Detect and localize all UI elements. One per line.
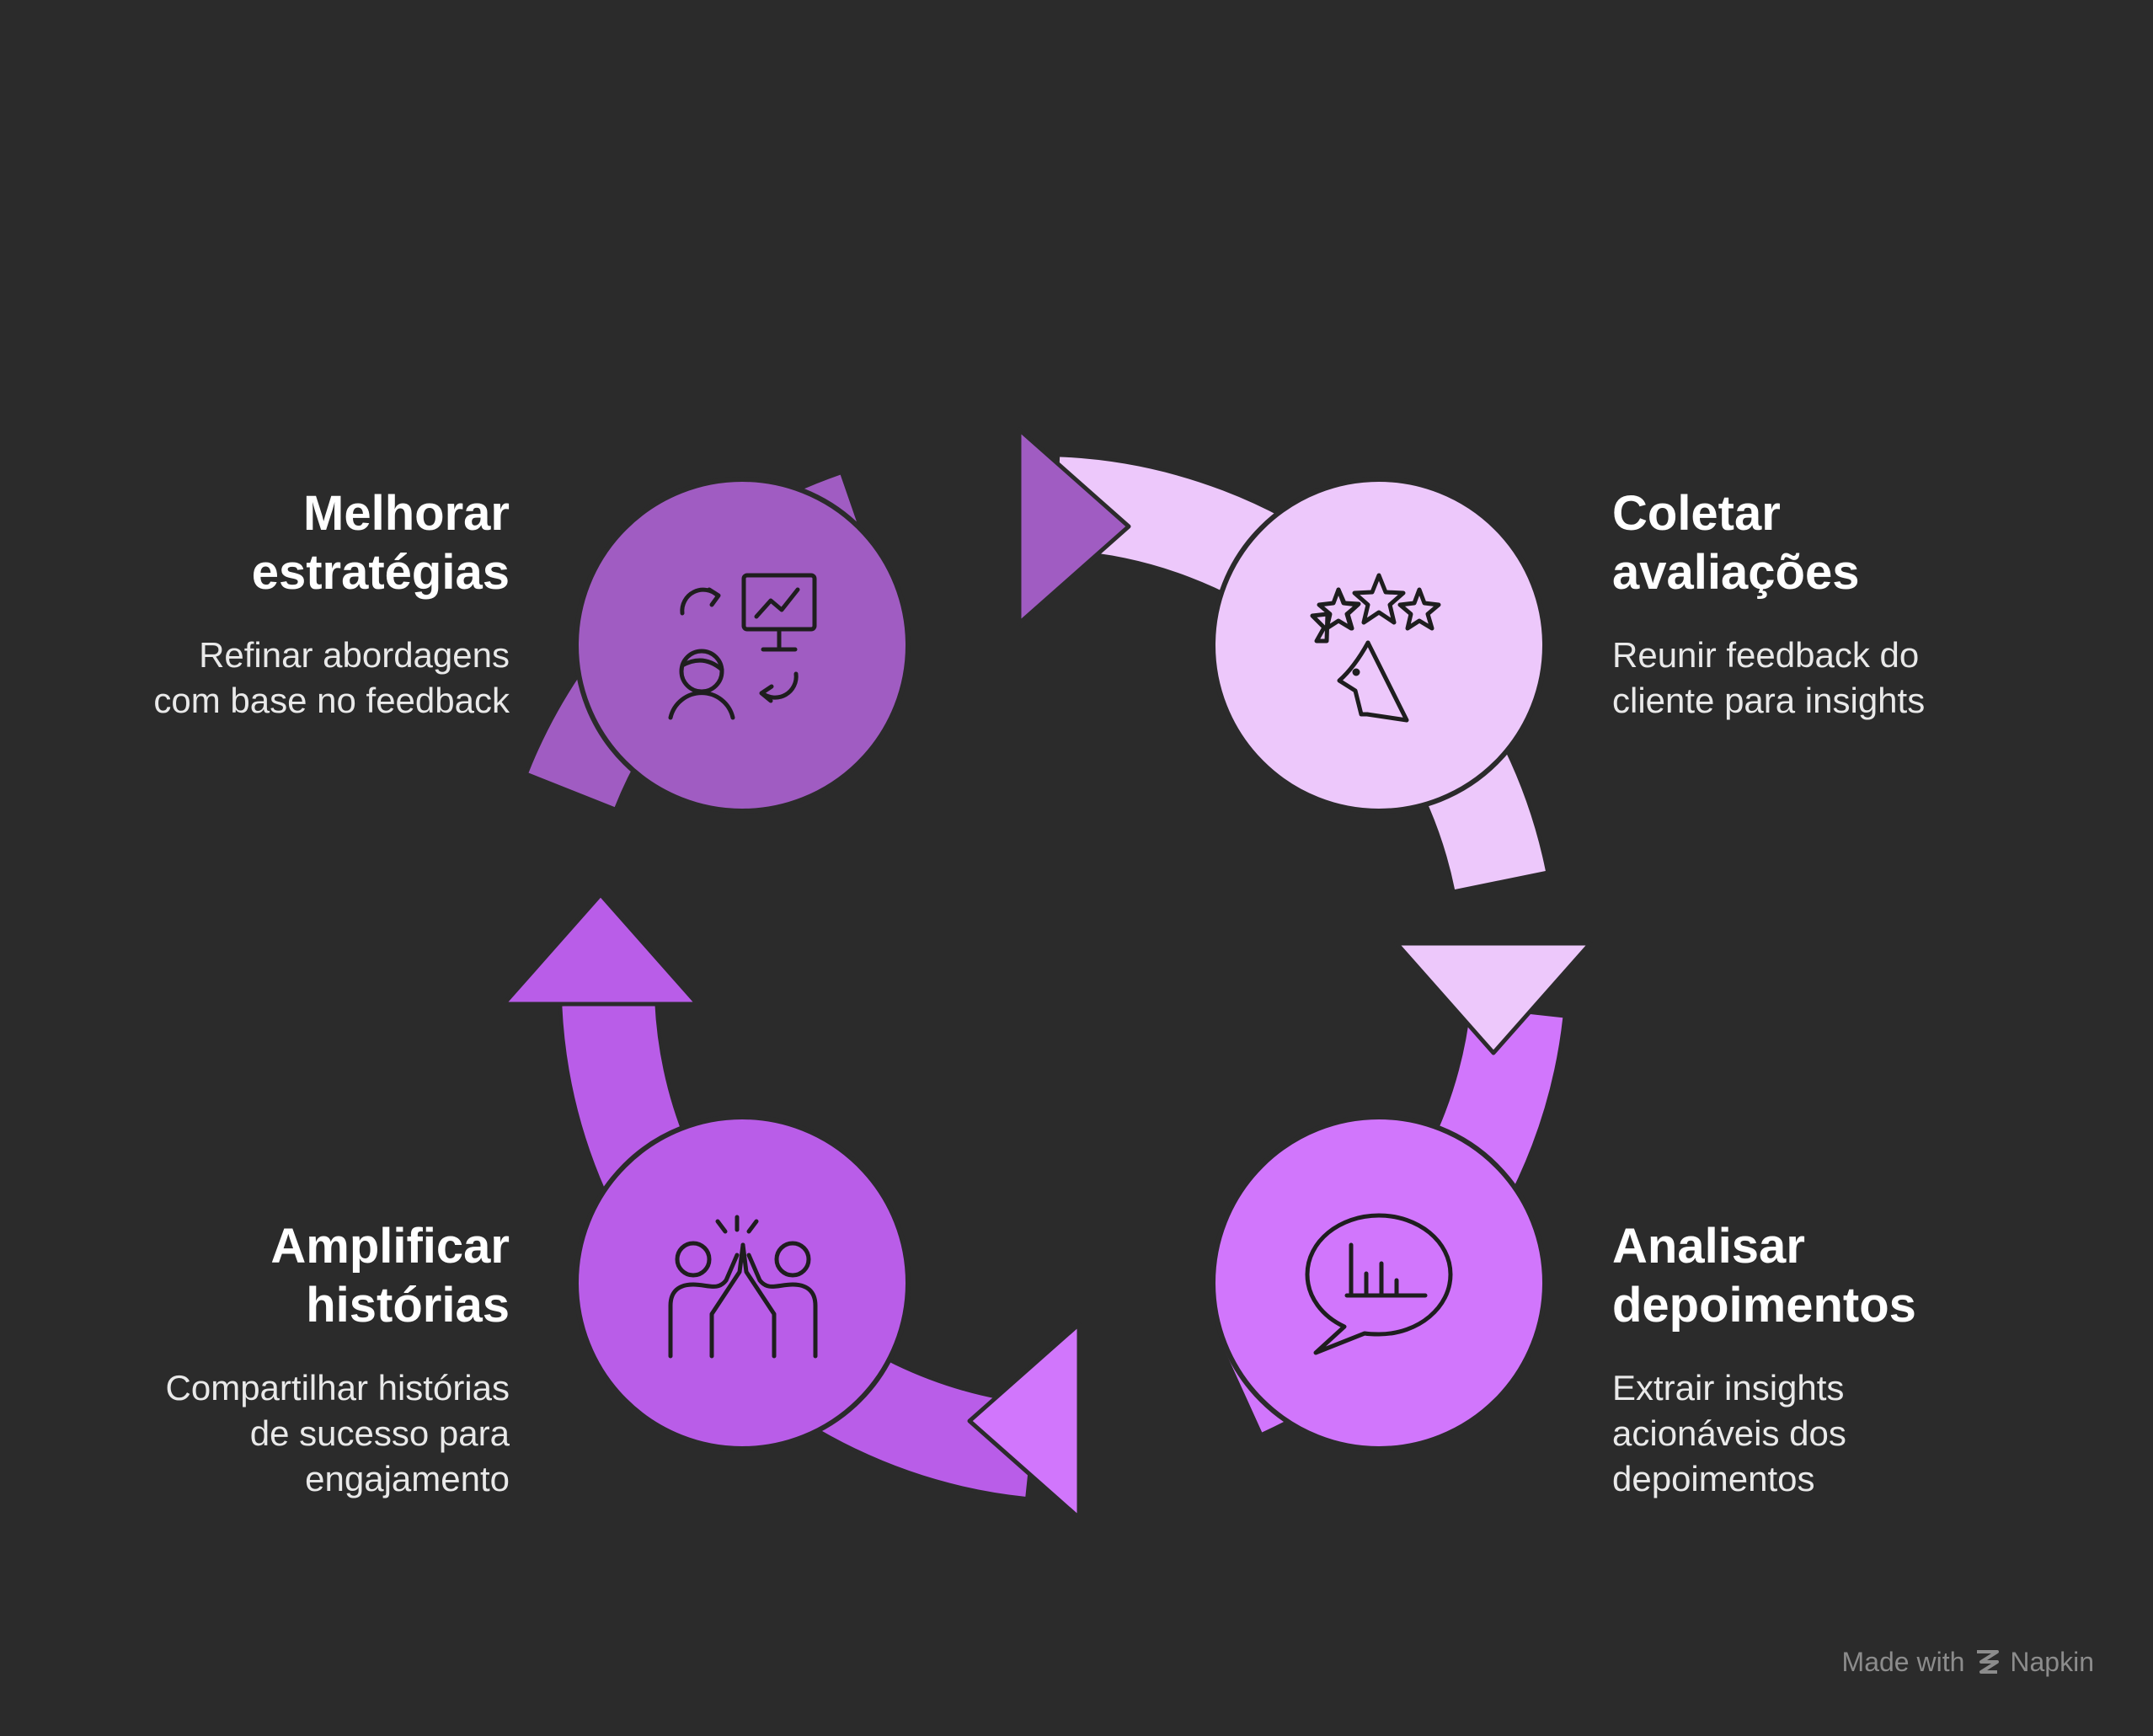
chart-speech-bubble-icon <box>1305 1213 1453 1355</box>
step-4-description: Compartilhar histórias de sucesso para e… <box>165 1368 510 1498</box>
step-3-circle <box>1210 1114 1547 1451</box>
step-3-text: Analisar depoimentos Extrair insights ac… <box>1612 1217 2067 1502</box>
step-2-description: Reunir feedback do cliente para insights <box>1612 635 1926 720</box>
high-five-icon <box>668 1215 818 1359</box>
napkin-brand-label: Napkin <box>2010 1647 2094 1677</box>
arrowhead-2 <box>1394 941 1593 1055</box>
star-rating-icon <box>1310 573 1441 723</box>
made-with-label: Made with <box>1841 1647 1965 1677</box>
arrowhead-1 <box>1017 427 1131 626</box>
step-3-title: Analisar depoimentos <box>1612 1219 1916 1333</box>
step-4-title: Amplificar histórias <box>270 1219 510 1333</box>
step-2-circle <box>1210 477 1547 814</box>
arrowhead-4 <box>501 892 700 1007</box>
strategy-feedback-icon <box>668 573 817 720</box>
step-2-text: Coletar avaliações Reunir feedback do cl… <box>1612 484 2067 724</box>
step-2-title: Coletar avaliações <box>1612 486 1860 600</box>
step-1-title: Melhorar estratégias <box>251 486 510 600</box>
step-1-text: Melhorar estratégias Refinar abordagens … <box>55 484 510 724</box>
napkin-logo-icon <box>1977 1649 2000 1674</box>
step-4-circle <box>574 1114 911 1451</box>
step-1-circle <box>574 477 911 814</box>
step-1-description: Refinar abordagens com base no feedback <box>153 635 510 720</box>
arrowhead-3 <box>967 1322 1082 1520</box>
made-with-napkin-footer[interactable]: Made with Napkin <box>1842 1647 2094 1678</box>
step-3-description: Extrair insights acionáveis dos depoimen… <box>1612 1368 1846 1498</box>
step-4-text: Amplificar histórias Compartilhar histór… <box>55 1217 510 1502</box>
